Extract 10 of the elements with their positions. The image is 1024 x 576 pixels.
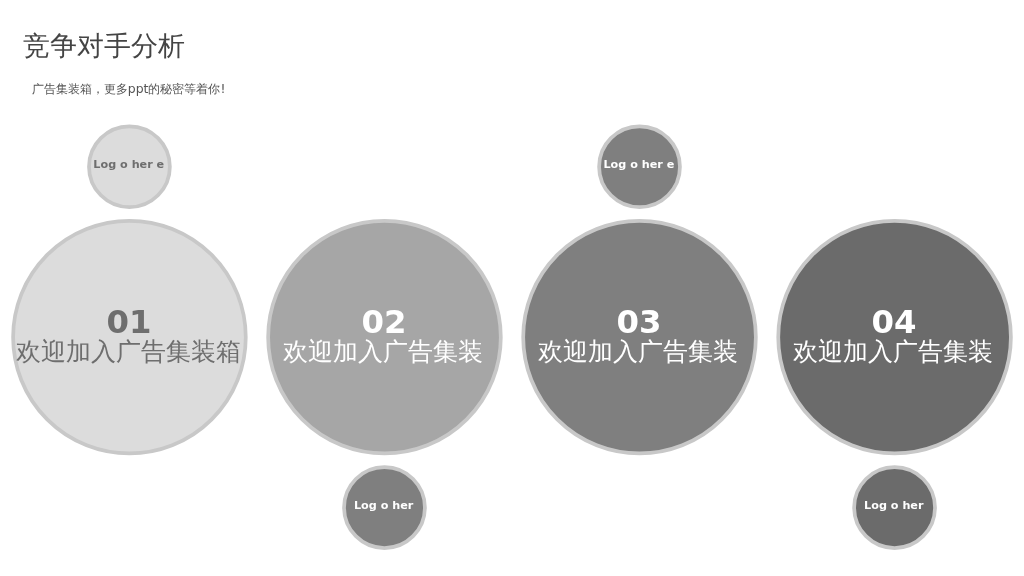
diagram-title: 竞争对手分析 <box>23 29 186 61</box>
node-circle: Log o her e <box>87 124 172 209</box>
node-circle: Log o her <box>852 465 937 550</box>
node-circle: Log o her e <box>597 124 682 209</box>
node-circle: 04 欢迎加入广告集装 <box>776 218 1013 456</box>
node-circle: Log o her <box>342 465 427 550</box>
node-circle: 02 欢迎加入广告集装 <box>266 218 503 456</box>
label: 广告集装箱，更多ppt的秘密等着你! <box>31 81 226 97</box>
node-circle: 01 欢迎加入广告集装箱 <box>11 218 248 456</box>
node-circle: 03 欢迎加入广告集装 <box>521 218 758 456</box>
